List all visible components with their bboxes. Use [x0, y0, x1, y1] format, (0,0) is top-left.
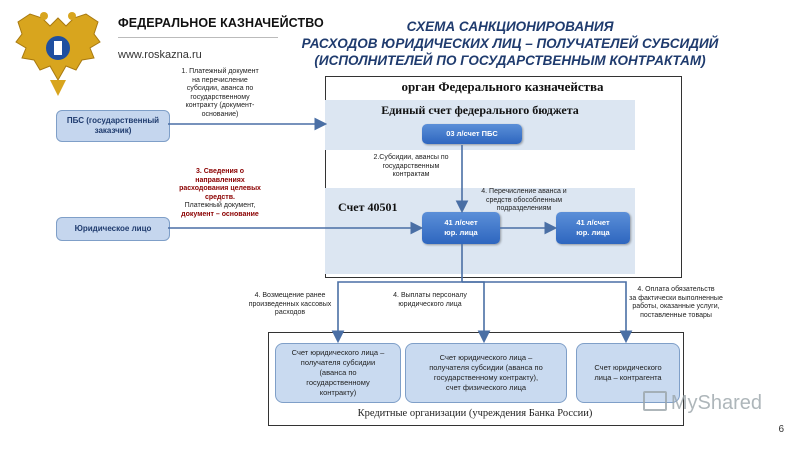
arrow-refund: [331, 281, 462, 344]
page-number: 6: [778, 424, 784, 435]
arrow-payment: [462, 281, 633, 344]
slide-title: СХЕМА САНКЦИОНИРОВАНИЯ РАСХОДОВ ЮРИДИЧЕС…: [270, 18, 750, 69]
org-url: www.roskazna.ru: [118, 49, 202, 61]
banks-frame: [268, 332, 684, 426]
bank-account-subsidy-recipient: Счет юридического лица –получателя субси…: [275, 343, 401, 403]
title-line-2: РАСХОДОВ ЮРИДИЧЕСКИХ ЛИЦ – ПОЛУЧАТЕЛЕЙ С…: [301, 36, 719, 51]
org-name: ФЕДЕРАЛЬНОЕ КАЗНАЧЕЙСТВО: [118, 16, 324, 30]
treasury-emblem-icon: [15, 12, 101, 96]
legal-entity-box: Юридическое лицо: [56, 217, 170, 241]
title-line-3: (ИСПОЛНИТЕЛЕЙ ПО ГОСУДАРСТВЕННЫМ КОНТРАК…: [314, 53, 706, 68]
account-40501-title: Счет 40501: [338, 200, 398, 214]
watermark: MyShared: [642, 391, 762, 415]
treasury-title: орган Федерального казначейства: [401, 79, 604, 94]
bank-account-subsidy-and-personal: Счет юридического лица –получателя субси…: [405, 343, 567, 403]
watermark-icon: [642, 391, 667, 411]
title-line-1: СХЕМА САНКЦИОНИРОВАНИЯ: [406, 19, 614, 34]
treasury-frame: [325, 76, 682, 278]
budget-account-title: Единый счет федерального бюджета: [381, 103, 579, 117]
arrow-salary: [462, 281, 491, 344]
header-divider: [118, 37, 278, 38]
pbs-account-pill: 03 л/счет ПБС: [422, 124, 522, 144]
banks-title: Кредитные организации (учреждения Банка …: [357, 408, 593, 419]
